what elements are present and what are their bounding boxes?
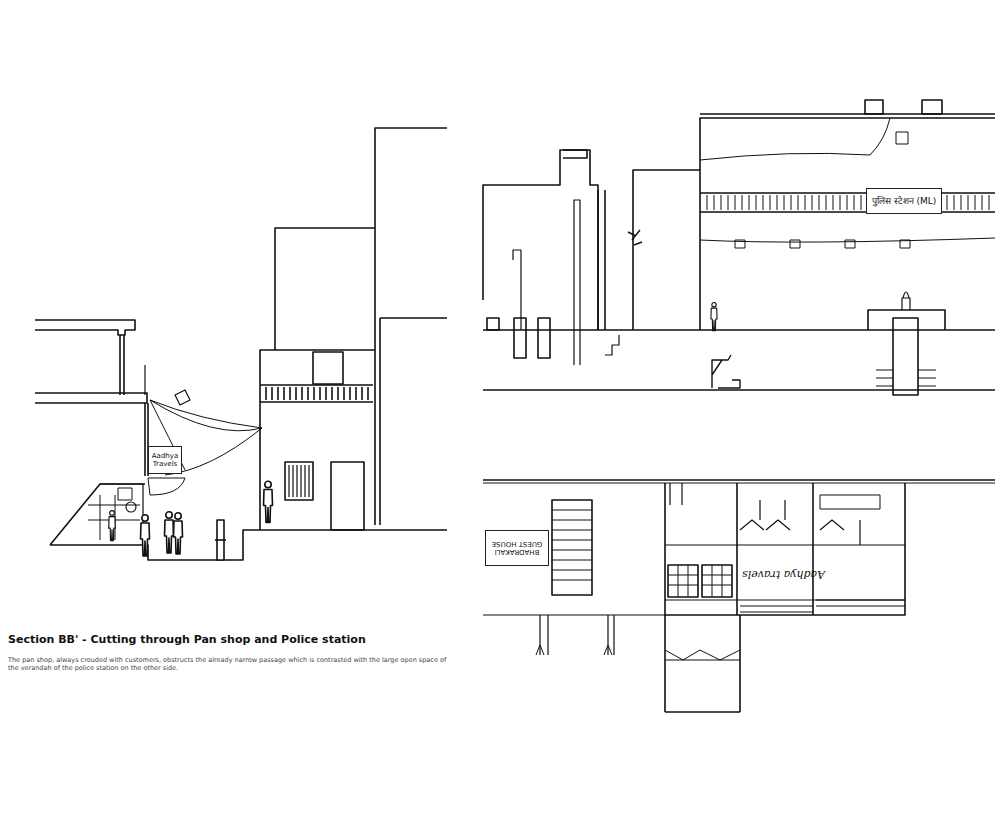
sign-board: Aadhya Travels — [148, 446, 182, 474]
section-caption: The pan shop, always crouded with custom… — [8, 656, 448, 673]
section-title: Section BB' - Cutting through Pan shop a… — [8, 633, 366, 646]
sign-text: Aadhya Travels — [152, 452, 178, 468]
sign-text: पुलिस स्टेशन (ML) — [872, 196, 937, 206]
sign-text: BHADRAKALI GUEST HOUSE — [489, 540, 545, 556]
shop-lettering: Aadhya travels — [742, 568, 825, 581]
sign-board: BHADRAKALI GUEST HOUSE — [485, 530, 549, 566]
sign-board: पुलिस स्टेशन (ML) — [866, 188, 942, 214]
